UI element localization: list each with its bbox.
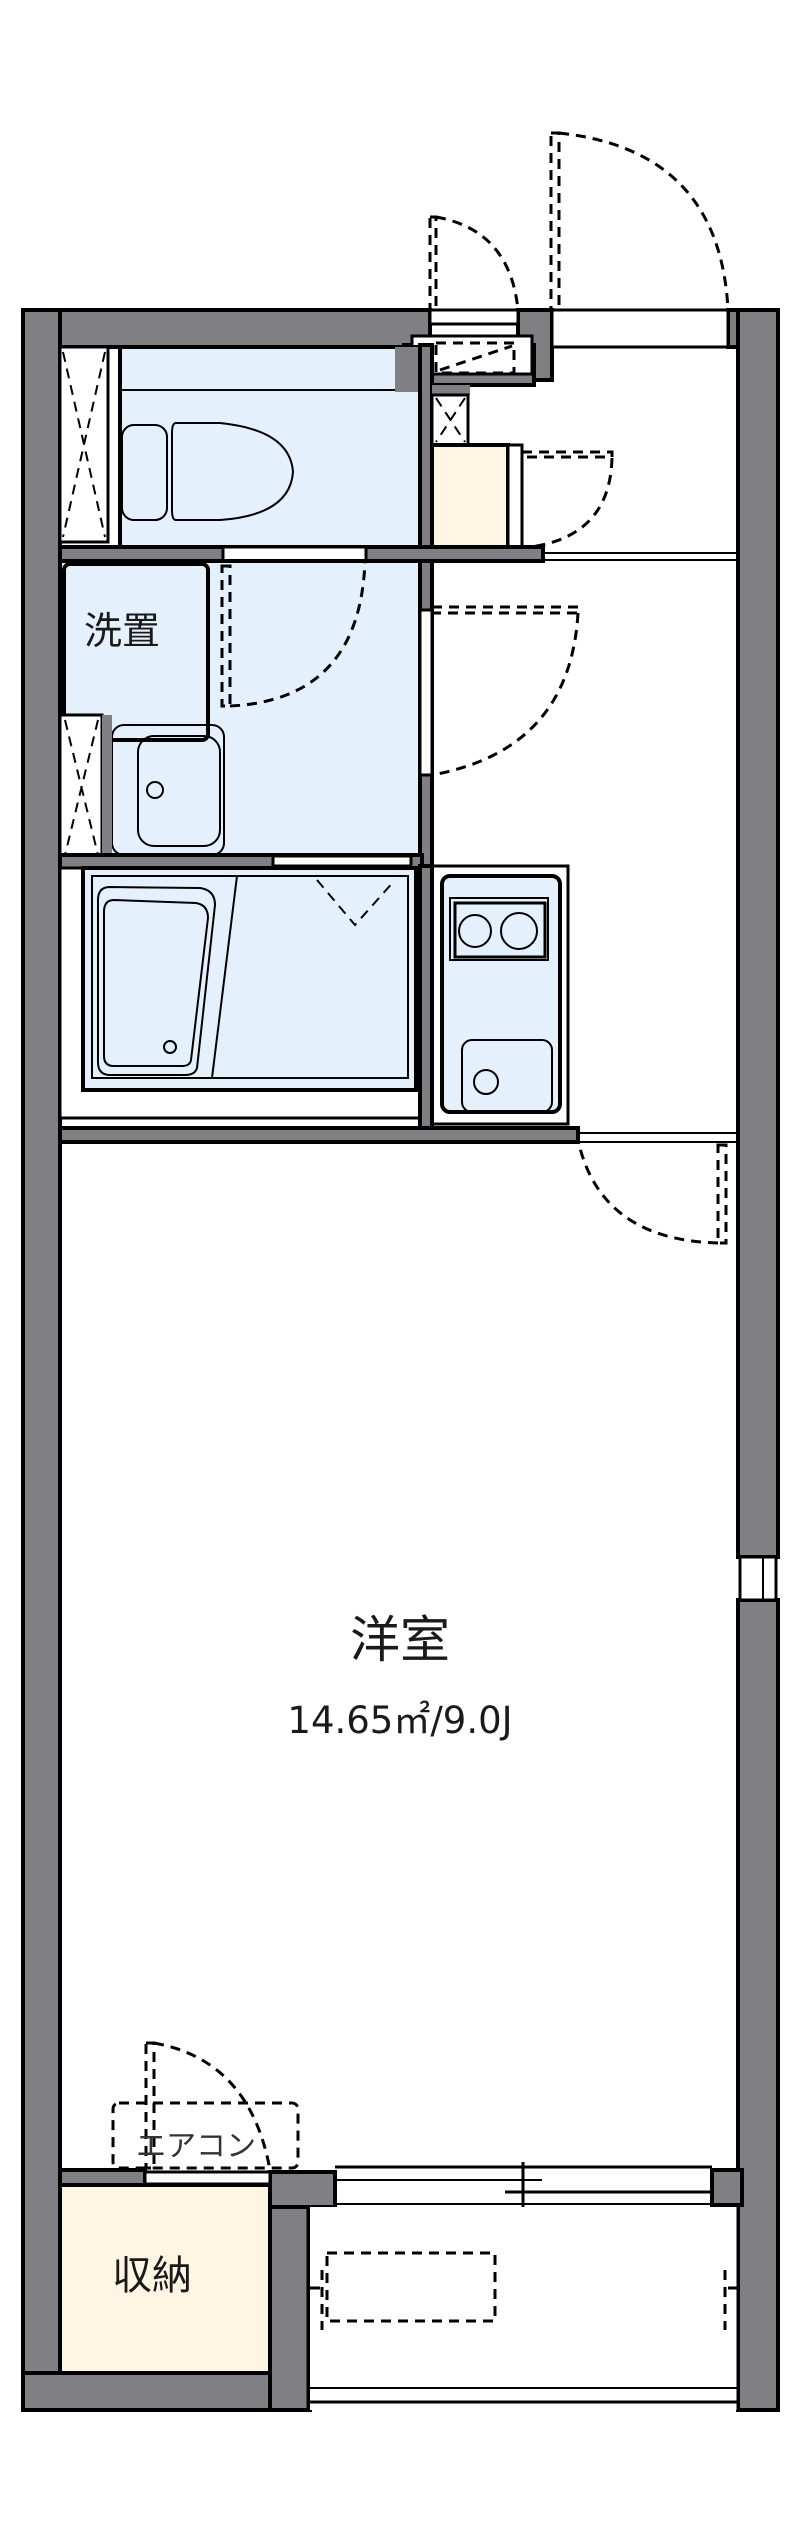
vent-small <box>430 393 470 447</box>
shoe-cabinet <box>430 443 510 557</box>
bathroom <box>58 866 424 1120</box>
balcony-sash-window <box>335 2162 712 2212</box>
air-conditioner-label: エアコン <box>136 2129 256 2164</box>
kitchen-sink <box>461 1039 553 1113</box>
room-door-swing <box>576 1139 728 1245</box>
washroom <box>58 559 422 863</box>
storage-room <box>58 2168 272 2375</box>
drain-right <box>723 2270 738 2330</box>
window-washroom <box>58 713 104 862</box>
exterior-walls <box>21 308 780 2412</box>
storage-door-swing <box>144 2041 272 2171</box>
stove-burner-2 <box>500 912 538 950</box>
room-name-western: 洋室 <box>350 1611 450 1669</box>
shoe-cabinet-door-swing <box>520 450 614 550</box>
toilet-tank <box>121 424 168 521</box>
toilet-bowl <box>171 422 295 521</box>
window-toilet <box>58 345 110 544</box>
washing-machine-space <box>62 562 210 742</box>
window-side <box>738 1555 778 1602</box>
room-area-western: 14.65㎡/9.0J <box>287 1699 513 1742</box>
room-name-storage: 収納 <box>112 2253 192 2299</box>
entrance-threshold <box>550 308 730 349</box>
entrance-door-swing <box>549 131 730 312</box>
stove-burner-1 <box>458 914 492 948</box>
bathtub <box>97 885 217 1076</box>
kitchen <box>428 864 570 1126</box>
balcony <box>306 2205 740 2410</box>
room-name-washer: 洗置 <box>84 609 161 653</box>
meter-box-door-swing <box>428 215 520 312</box>
drain-left <box>310 2270 324 2330</box>
corridor-door-swing <box>430 605 580 777</box>
meter-box <box>402 308 536 387</box>
toilet-room <box>118 345 422 549</box>
air-conditioner <box>111 2101 300 2170</box>
